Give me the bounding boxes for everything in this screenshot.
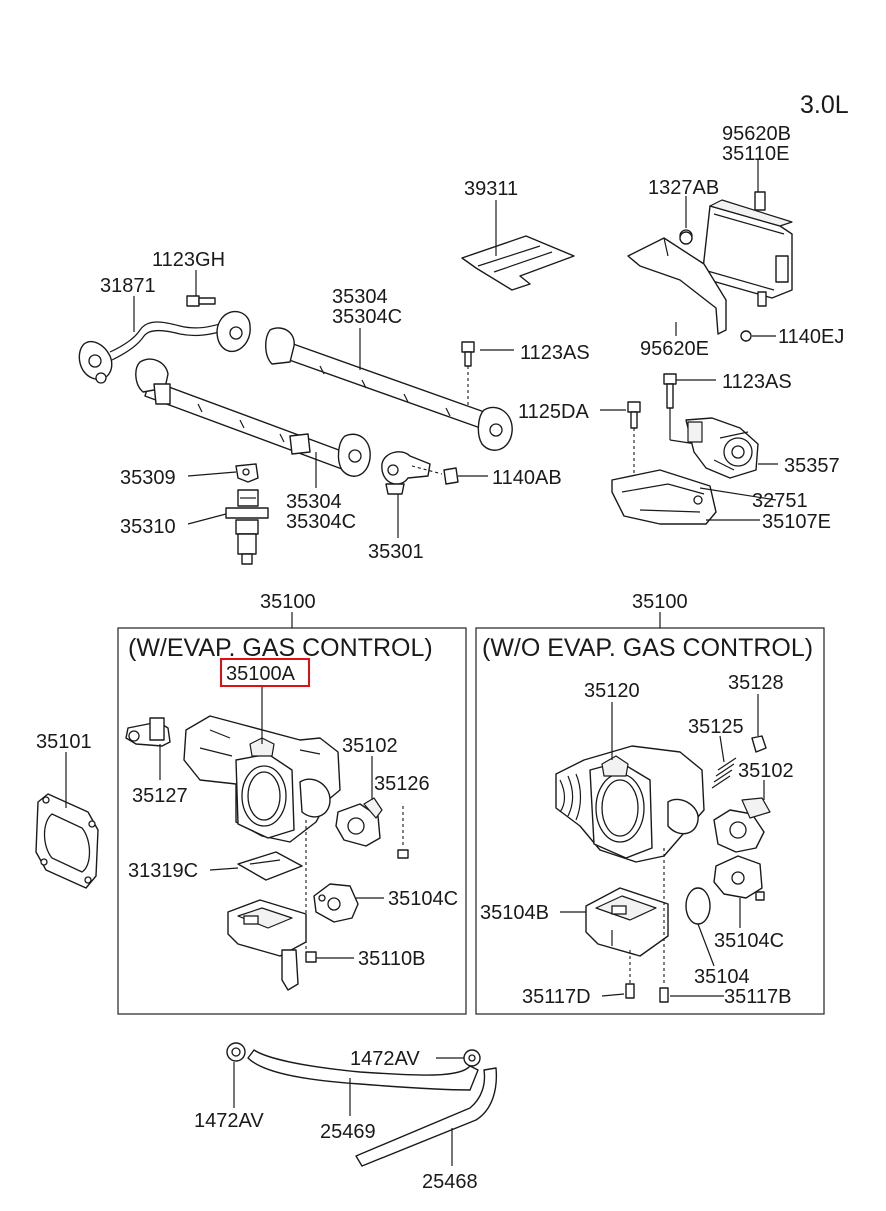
label-95620E: 95620E (640, 338, 709, 360)
box-title-without-evap: (W/O EVAP. GAS CONTROL) (482, 634, 813, 662)
label-35104C-left: 35104C (388, 888, 458, 910)
label-35102-right: 35102 (738, 760, 794, 782)
clip-35309 (235, 463, 259, 483)
label-35100A[interactable]: 35100A (226, 663, 296, 685)
injector-35310 (225, 489, 269, 565)
label-35310: 35310 (120, 516, 176, 538)
bracket-35107E (611, 469, 717, 525)
hose-25469 (247, 1049, 479, 1091)
label-35304-bottom: 35304 (286, 491, 342, 513)
highlight-box-35100A (220, 658, 310, 687)
label-35128: 35128 (728, 672, 784, 694)
label-1472AV-top: 1472AV (350, 1048, 420, 1070)
hose-35127 (125, 717, 171, 747)
label-1123AS-a: 1123AS (520, 342, 590, 364)
chamber-35104B (585, 887, 669, 957)
nut-1327AB (679, 231, 693, 245)
gasket-35101 (35, 793, 99, 889)
label-35127: 35127 (132, 785, 188, 807)
bolt-1125DA (627, 401, 641, 488)
chamber-with-evap (227, 899, 307, 991)
cap-35128 (751, 735, 767, 753)
spring-35125 (711, 757, 737, 789)
label-35100-right: 35100 (632, 591, 688, 613)
clamp-1472AV-right (463, 1049, 481, 1067)
label-35104: 35104 (694, 966, 750, 988)
bolt-35117D (625, 983, 635, 999)
label-39311: 39311 (464, 178, 518, 200)
ecm-95620B (701, 191, 793, 307)
sensor-35357 (685, 417, 759, 479)
label-1140EJ: 1140EJ (778, 326, 844, 348)
throttle-body-with-evap (183, 715, 341, 843)
gasket-31319C (237, 851, 303, 881)
label-35120: 35120 (584, 680, 640, 702)
label-1472AV-bottom: 1472AV (194, 1110, 264, 1132)
fuel-rail-front (135, 358, 371, 477)
label-35309: 35309 (120, 467, 176, 489)
label-1327AB: 1327AB (648, 177, 719, 199)
isc-valve-35104C-left (313, 883, 359, 923)
label-1125DA: 1125DA (518, 401, 589, 423)
screw-35126 (397, 806, 409, 859)
bolt-35117B (659, 987, 669, 1003)
fuel-rail-rear (265, 327, 513, 451)
label-35304-top: 35304 (332, 286, 388, 308)
label-35117D: 35117D (522, 986, 591, 1008)
bolt-1123AS-rail (461, 341, 475, 406)
label-1123AS-b: 1123AS (722, 371, 792, 393)
label-1140AB: 1140AB (492, 467, 562, 489)
label-25468: 25468 (422, 1171, 478, 1193)
bolt-1123AS-sensor (663, 373, 697, 445)
label-32751: 32751 (752, 490, 808, 512)
label-35104C-right: 35104C (714, 930, 784, 952)
label-35102-left: 35102 (342, 735, 398, 757)
hose-25468 (355, 1067, 498, 1167)
sensor-35102-right (713, 797, 771, 853)
box-title-with-evap: (W/EVAP. GAS CONTROL) (128, 634, 433, 662)
label-35304C-bottom: 35304C (286, 511, 356, 533)
box-without-evap (475, 627, 825, 1015)
label-25469: 25469 (320, 1121, 376, 1143)
label-95620B: 95620B (722, 123, 791, 145)
label-35104B: 35104B (480, 902, 549, 924)
label-35107E: 35107E (762, 511, 831, 533)
label-1123GH: 1123GH (152, 249, 225, 271)
label-31319C: 31319C (128, 860, 198, 882)
clamp-1472AV-left (226, 1042, 246, 1062)
throttle-body-without-evap (555, 745, 705, 863)
label-35110B: 35110B (358, 948, 425, 970)
bolt-35110B (305, 951, 317, 963)
label-35100-left: 35100 (260, 591, 316, 613)
label-35301: 35301 (368, 541, 424, 563)
pressure-regulator-35301 (381, 451, 459, 495)
label-35110E: 35110E (722, 143, 789, 165)
label-35126: 35126 (374, 773, 430, 795)
label-35101: 35101 (36, 731, 92, 753)
label-35125: 35125 (688, 716, 744, 738)
engine-label: 3.0L (800, 91, 849, 119)
fuel-pipe-31871 (78, 310, 251, 384)
label-31871: 31871 (100, 275, 156, 297)
label-35117B: 35117B (724, 986, 791, 1008)
sensor-35102-left (335, 797, 383, 847)
screw-1140EJ (740, 330, 752, 342)
bracket-39311 (461, 235, 575, 291)
bolt-1123GH (186, 295, 216, 307)
label-35357: 35357 (784, 455, 840, 477)
isc-valve-35104C-right (713, 855, 765, 901)
label-35304C-top: 35304C (332, 306, 402, 328)
leader-lines (65, 160, 778, 1166)
gasket-35104 (685, 887, 711, 925)
